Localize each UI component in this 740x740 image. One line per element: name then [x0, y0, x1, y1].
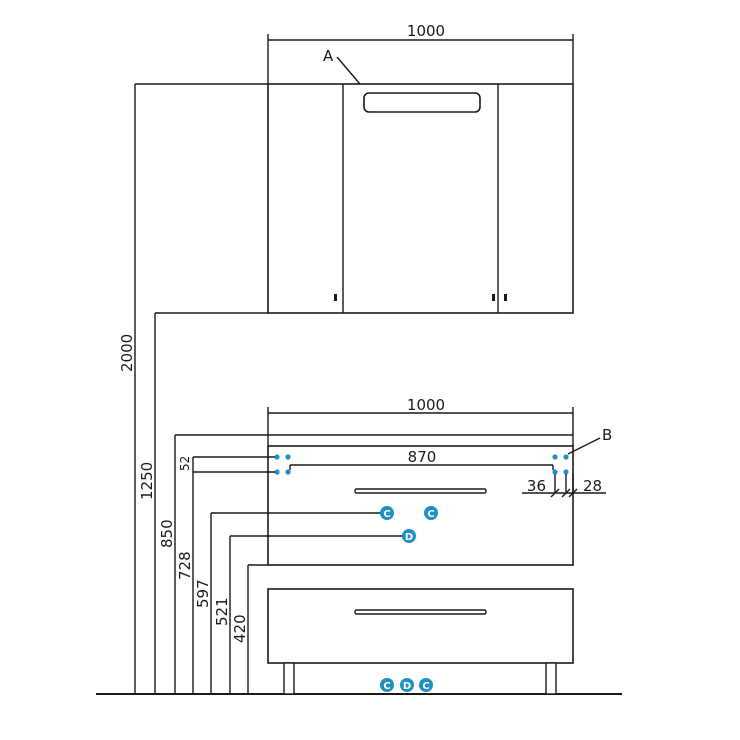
label-b: B [602, 426, 612, 444]
height-597-dimension: 597 [194, 512, 382, 694]
vanity-upper-body [267, 445, 574, 566]
label-a-callout: A [323, 47, 361, 85]
mirror-width-label: 1000 [407, 22, 445, 40]
height-1250-label: 1250 [138, 462, 156, 500]
lower-drawer-handle [354, 609, 487, 615]
svg-text:C: C [422, 681, 429, 692]
mount-spacing-dimension: 870 [289, 448, 554, 470]
height-2000-label: 2000 [118, 334, 136, 372]
label-a: A [323, 47, 334, 65]
height-521-label: 521 [213, 597, 231, 626]
badge-d-upper: D [402, 529, 416, 543]
mount-point-left-bottom-2 [285, 469, 291, 475]
door-handle-left [334, 294, 337, 301]
leg-left [283, 662, 295, 695]
door-handle-right [504, 294, 507, 301]
mount-point-right-top-2 [563, 454, 569, 460]
mount-point-right-bottom-1 [552, 469, 558, 475]
height-850-dimension: 850 [158, 434, 268, 694]
height-850-label: 850 [158, 519, 176, 548]
height-521-dimension: 521 [213, 535, 403, 694]
offset-28-label: 28 [583, 477, 602, 495]
connection-badges: C C D C D C [380, 506, 438, 692]
mirror-cabinet-body [267, 83, 574, 314]
mirror-cabinet [267, 83, 574, 314]
mirror-light-panel [363, 92, 481, 113]
svg-text:C: C [427, 509, 434, 520]
badge-c-upper-right: C [424, 506, 438, 520]
height-2000-dimension: 2000 [118, 83, 268, 694]
mount-point-right-bottom-2 [563, 469, 569, 475]
height-728-label: 728 [176, 551, 194, 580]
mirror-width-dimension: 1000 [267, 22, 574, 84]
badge-c-floor-right: C [419, 678, 433, 692]
offset-52-label: 52 [178, 456, 192, 471]
height-420-label: 420 [231, 614, 249, 643]
height-1250-dimension: 1250 [138, 312, 268, 694]
label-b-callout: B [567, 426, 612, 455]
svg-text:C: C [383, 681, 390, 692]
mounting-points [274, 454, 569, 475]
svg-text:C: C [383, 509, 390, 520]
vanity-lower-body [267, 588, 574, 664]
mount-point-left-top-2 [285, 454, 291, 460]
offset-36-label: 36 [527, 477, 546, 495]
leg-right [545, 662, 557, 695]
mount-point-left-bottom-1 [274, 469, 280, 475]
door-handle-center [492, 294, 495, 301]
badge-c-floor-left: C [380, 678, 394, 692]
height-597-label: 597 [194, 579, 212, 608]
svg-text:D: D [403, 681, 411, 692]
upper-drawer-handle [354, 488, 487, 494]
vanity-lower-unit [267, 588, 574, 695]
cabinet-width-dimension: 1000 [267, 396, 574, 435]
badge-c-upper-left: C [380, 506, 394, 520]
mount-spacing-label: 870 [408, 448, 437, 466]
mount-point-left-top-1 [274, 454, 280, 460]
mount-point-right-top-1 [552, 454, 558, 460]
side-offset-dimension: 36 28 [522, 474, 606, 498]
height-420-dimension: 420 [231, 564, 268, 694]
badge-d-floor: D [400, 678, 414, 692]
cabinet-width-label: 1000 [407, 396, 445, 414]
height-728-dimension: 728 [176, 471, 275, 694]
offset-52-dimension: 52 [178, 456, 275, 472]
vanity-upper-unit [267, 434, 574, 566]
svg-text:D: D [405, 532, 413, 543]
